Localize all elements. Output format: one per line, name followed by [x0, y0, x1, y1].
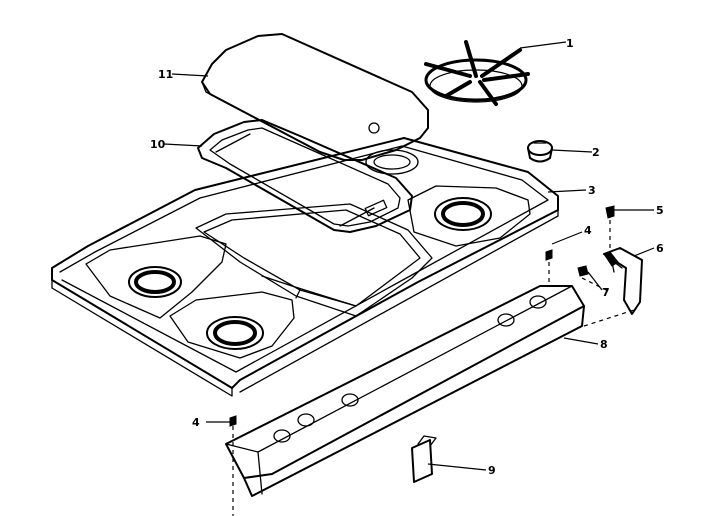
callout-11: 11 — [158, 68, 173, 81]
callout-1: 1 — [566, 37, 574, 50]
callout-6: 6 — [656, 242, 664, 255]
knob-part-2 — [527, 140, 553, 163]
burner-grate-part-1 — [424, 40, 530, 106]
callout-8: 8 — [600, 338, 608, 351]
screw-part-4-left — [229, 415, 237, 427]
front-panel-part-8 — [225, 285, 585, 497]
leader-lines — [163, 41, 655, 471]
callout-5: 5 — [656, 204, 664, 217]
callout-3: 3 — [588, 184, 596, 197]
griddle-cover-part-11 — [201, 33, 429, 161]
callout-4-right: 4 — [584, 224, 592, 237]
callout-2: 2 — [592, 146, 600, 159]
callout-9: 9 — [488, 464, 496, 477]
bracket-part-6 — [603, 247, 643, 315]
clip-part-9 — [411, 435, 437, 483]
alignment-lines — [232, 220, 635, 516]
screw-part-7 — [577, 265, 589, 277]
drip-frame-part-10 — [197, 119, 413, 233]
cooktop-top-part-3 — [51, 137, 559, 397]
callout-4-left: 4 — [192, 416, 200, 429]
callout-7: 7 — [602, 286, 610, 299]
screw-part-4-right — [545, 249, 553, 261]
screw-part-5 — [605, 205, 615, 219]
callout-10: 10 — [150, 138, 166, 151]
